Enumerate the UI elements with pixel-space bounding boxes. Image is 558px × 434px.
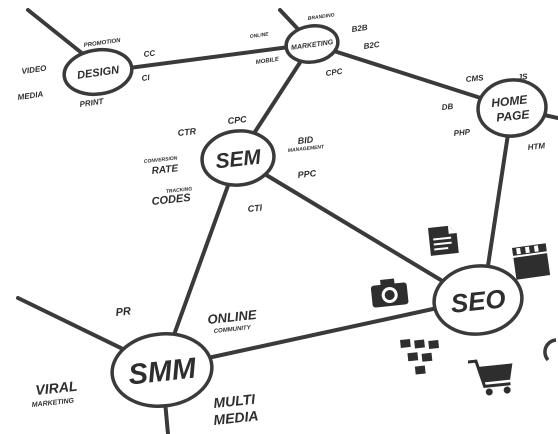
design-terms: PROMOTION VIDEO MEDIA CC CI PRINT bbox=[17, 38, 156, 109]
node-sem: SEM bbox=[200, 129, 276, 187]
term-mobile: MOBILE bbox=[255, 57, 280, 66]
term-ppc: PPC bbox=[297, 168, 317, 180]
node-seo: SEO bbox=[432, 264, 524, 336]
node-page-label: PAGE bbox=[496, 107, 531, 124]
term-codes: CODES bbox=[151, 192, 192, 208]
term-bid: BID bbox=[297, 134, 314, 146]
term-video: VIDEO bbox=[21, 63, 48, 75]
term-b2c: B2C bbox=[363, 40, 380, 51]
term-print: PRINT bbox=[79, 97, 105, 109]
term-bid-management: MANAGEMENT bbox=[288, 144, 326, 154]
term-multi-media: MEDIA bbox=[213, 407, 260, 428]
marketing-terms: BRANDING ONLINE B2B B2C MOBILE CPC bbox=[249, 12, 380, 78]
term-html: HTM bbox=[527, 141, 546, 152]
term-promotion: PROMOTION bbox=[83, 38, 121, 49]
term-media: MEDIA bbox=[17, 89, 44, 102]
sitemap-icon bbox=[400, 338, 440, 375]
term-pr: PR bbox=[115, 305, 132, 319]
term-js: JS bbox=[517, 72, 528, 82]
term-branding: BRANDING bbox=[307, 12, 335, 22]
term-db: DB bbox=[441, 102, 454, 112]
smm-terms: PR ONLINE COMMUNITY VIRAL MARKETING MULT… bbox=[31, 305, 259, 428]
term-cpc-top: CPC bbox=[325, 67, 343, 78]
film-clapper-icon bbox=[512, 243, 551, 280]
term-multi: MULTI bbox=[213, 391, 257, 411]
edge-smm-seo bbox=[160, 298, 476, 370]
node-sem-label: SEM bbox=[214, 146, 262, 174]
term-conversion: CONVERSION bbox=[144, 155, 178, 165]
edge-design-marketing bbox=[96, 42, 314, 74]
term-viral-marketing: MARKETING bbox=[31, 398, 74, 409]
edge-sem-seo bbox=[236, 156, 476, 302]
edge-homepage-seo bbox=[482, 106, 514, 294]
term-online-smm: ONLINE bbox=[207, 307, 258, 327]
node-smm-label: SMM bbox=[127, 352, 198, 391]
document-icon bbox=[428, 225, 459, 256]
node-home-page: HOME PAGE bbox=[476, 78, 548, 138]
camera-icon bbox=[370, 278, 409, 308]
homepage-terms: CMS JS DB PHP HTM bbox=[441, 72, 546, 152]
term-cc: CC bbox=[143, 48, 156, 59]
node-design: DESIGN bbox=[62, 47, 134, 97]
term-ci: CI bbox=[141, 73, 151, 83]
node-seo-label: SEO bbox=[449, 283, 507, 319]
term-online: ONLINE bbox=[249, 31, 269, 40]
term-cms: CMS bbox=[465, 73, 484, 84]
partial-node-edge bbox=[543, 338, 557, 362]
term-ctr: CTR bbox=[177, 126, 197, 138]
term-community: COMMUNITY bbox=[214, 325, 252, 335]
shopping-cart-icon bbox=[467, 359, 513, 396]
term-php: PHP bbox=[453, 127, 471, 138]
sem-terms: CTR CPC BID MANAGEMENT CONVERSION RATE T… bbox=[144, 114, 326, 214]
edge-marketing-homepage bbox=[310, 42, 514, 110]
term-tracking: TRACKING bbox=[166, 186, 193, 195]
term-b2b: B2B bbox=[351, 23, 368, 34]
term-rate: RATE bbox=[151, 163, 179, 177]
term-viral: VIRAL bbox=[35, 378, 78, 398]
node-marketing: MARKETING bbox=[284, 24, 340, 64]
node-smm: SMM bbox=[110, 332, 214, 408]
term-cpc-sem: CPC bbox=[227, 114, 247, 126]
node-home-label: HOME bbox=[491, 92, 529, 110]
node-design-label: DESIGN bbox=[76, 64, 120, 82]
term-cti: CTI bbox=[247, 202, 263, 214]
